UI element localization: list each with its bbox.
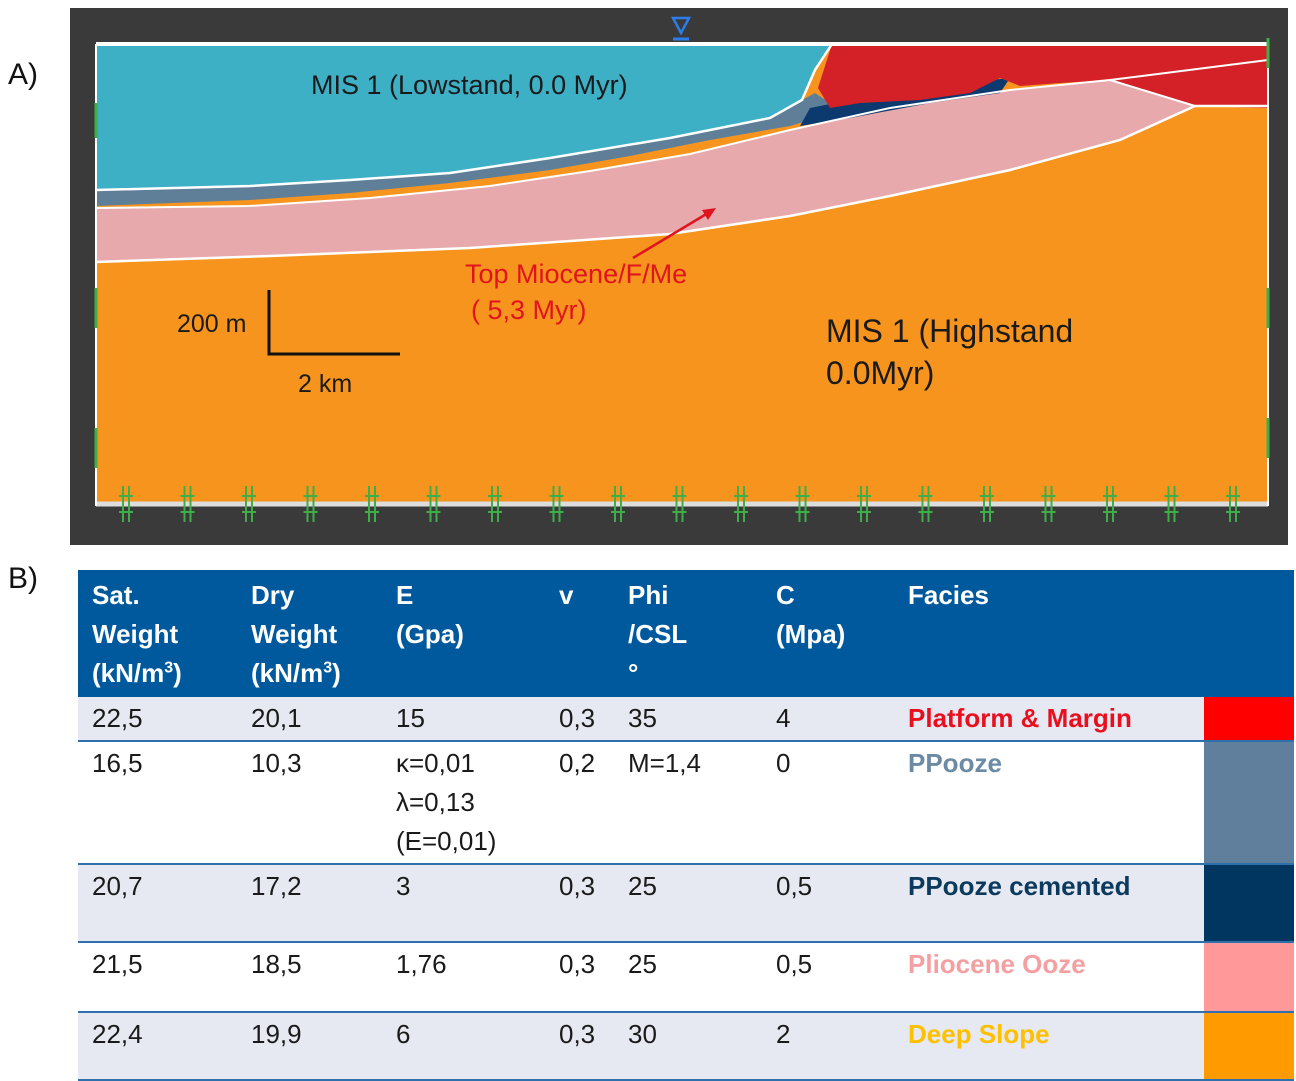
header-phi: Phi/CSL° xyxy=(614,570,762,697)
cell-dry-weight: 17,2 xyxy=(237,864,382,943)
cell-phi: M=1,4 xyxy=(614,741,762,865)
material-properties-table: Sat. Weight (kN/m3) Dry Weight (kN/m3) E… xyxy=(78,570,1294,1081)
cell-e: κ=0,01 λ=0,13 (E=0,01) xyxy=(382,741,545,865)
facies-color-swatch xyxy=(1204,697,1294,742)
scale-vertical-label: 200 m xyxy=(177,310,246,338)
cell-c: 4 xyxy=(762,697,894,742)
panel-a-label: A) xyxy=(8,58,38,91)
facies-color-swatch xyxy=(1204,864,1294,943)
highstand-label-line1: MIS 1 (Highstand xyxy=(826,313,1073,349)
panel-b-label: B) xyxy=(8,562,38,595)
cell-phi: 35 xyxy=(614,697,762,742)
header-dry-weight: Dry Weight (kN/m3) xyxy=(237,570,382,697)
header-c: C(Mpa) xyxy=(762,570,894,697)
cell-facies: PPooze cemented xyxy=(894,864,1204,943)
cell-c: 0,5 xyxy=(762,942,894,1013)
cell-e: 1,76 xyxy=(382,942,545,1013)
facies-color-swatch xyxy=(1204,942,1294,1013)
water-level-triangle-icon xyxy=(670,16,692,41)
cell-e-line: κ=0,01 xyxy=(396,748,475,778)
header-facies: Facies xyxy=(894,570,1294,697)
base-fixity-markers xyxy=(119,486,1240,522)
cell-sat-weight: 20,7 xyxy=(78,864,237,943)
cell-v: 0,3 xyxy=(545,942,614,1013)
cell-c: 0 xyxy=(762,741,894,865)
cell-sat-weight: 16,5 xyxy=(78,741,237,865)
cell-e-line: 6 xyxy=(396,1019,411,1049)
cell-dry-weight: 10,3 xyxy=(237,741,382,865)
cell-dry-weight: 18,5 xyxy=(237,942,382,1013)
platform-base-line xyxy=(1109,79,1196,107)
cell-dry-weight: 20,1 xyxy=(237,697,382,742)
cell-v: 0,3 xyxy=(545,697,614,742)
seafloor-line xyxy=(95,43,834,192)
header-v: v xyxy=(545,570,614,697)
table-header-row: Sat. Weight (kN/m3) Dry Weight (kN/m3) E… xyxy=(78,570,1294,697)
side-fixity-markers xyxy=(94,38,1270,468)
highstand-label-line2: 0.0Myr) xyxy=(826,355,934,391)
top-miocene-age-label: ( 5,3 Myr) xyxy=(471,295,587,325)
top-miocene-arrow xyxy=(632,208,716,260)
cell-facies: PPooze xyxy=(894,741,1204,865)
cell-c: 0,5 xyxy=(762,864,894,943)
header-sat-weight: Sat. Weight (kN/m3) xyxy=(78,570,237,697)
cell-e-line: (E=0,01) xyxy=(396,826,497,856)
scale-horizontal-label: 2 km xyxy=(298,370,352,398)
cell-e-line: 3 xyxy=(396,871,411,901)
cell-e-line: 15 xyxy=(396,703,425,733)
cell-v: 0,3 xyxy=(545,864,614,943)
cell-e-line: λ=0,13 xyxy=(396,787,475,817)
cell-phi: 25 xyxy=(614,864,762,943)
facies-color-swatch xyxy=(1204,741,1294,865)
water-region xyxy=(96,44,832,190)
cell-facies: Platform & Margin xyxy=(894,697,1204,742)
cell-sat-weight: 21,5 xyxy=(78,942,237,1013)
top-miocene-label: Top Miocene/F/Me xyxy=(465,259,687,289)
cell-e-line: 1,76 xyxy=(396,949,447,979)
platform-margin-layer xyxy=(818,44,1268,108)
ooze-base-line xyxy=(95,59,1269,209)
cell-sat-weight: 22,5 xyxy=(78,697,237,742)
cell-e: 3 xyxy=(382,864,545,943)
header-e: E(Gpa) xyxy=(382,570,545,697)
top-miocene-horizon xyxy=(95,104,1268,264)
cell-e: 15 xyxy=(382,697,545,742)
lowstand-label: MIS 1 (Lowstand, 0.0 Myr) xyxy=(311,70,628,100)
pliocene-ooze-layer xyxy=(96,80,1195,262)
geomodel-panel: MIS 1 (Lowstand, 0.0 Myr) Top Miocene/F/… xyxy=(70,8,1288,545)
cell-phi: 25 xyxy=(614,942,762,1013)
cell-facies: Pliocene Ooze xyxy=(894,942,1204,1013)
cell-v: 0,2 xyxy=(545,741,614,865)
scale-bar xyxy=(267,290,400,356)
